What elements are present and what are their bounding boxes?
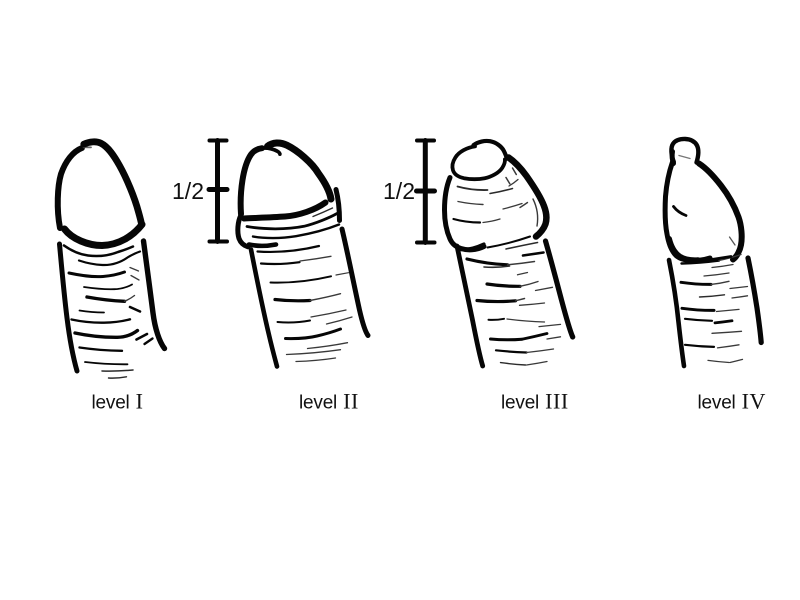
svg-text:1/2: 1/2: [172, 178, 204, 204]
svg-text:1/2: 1/2: [383, 178, 415, 204]
